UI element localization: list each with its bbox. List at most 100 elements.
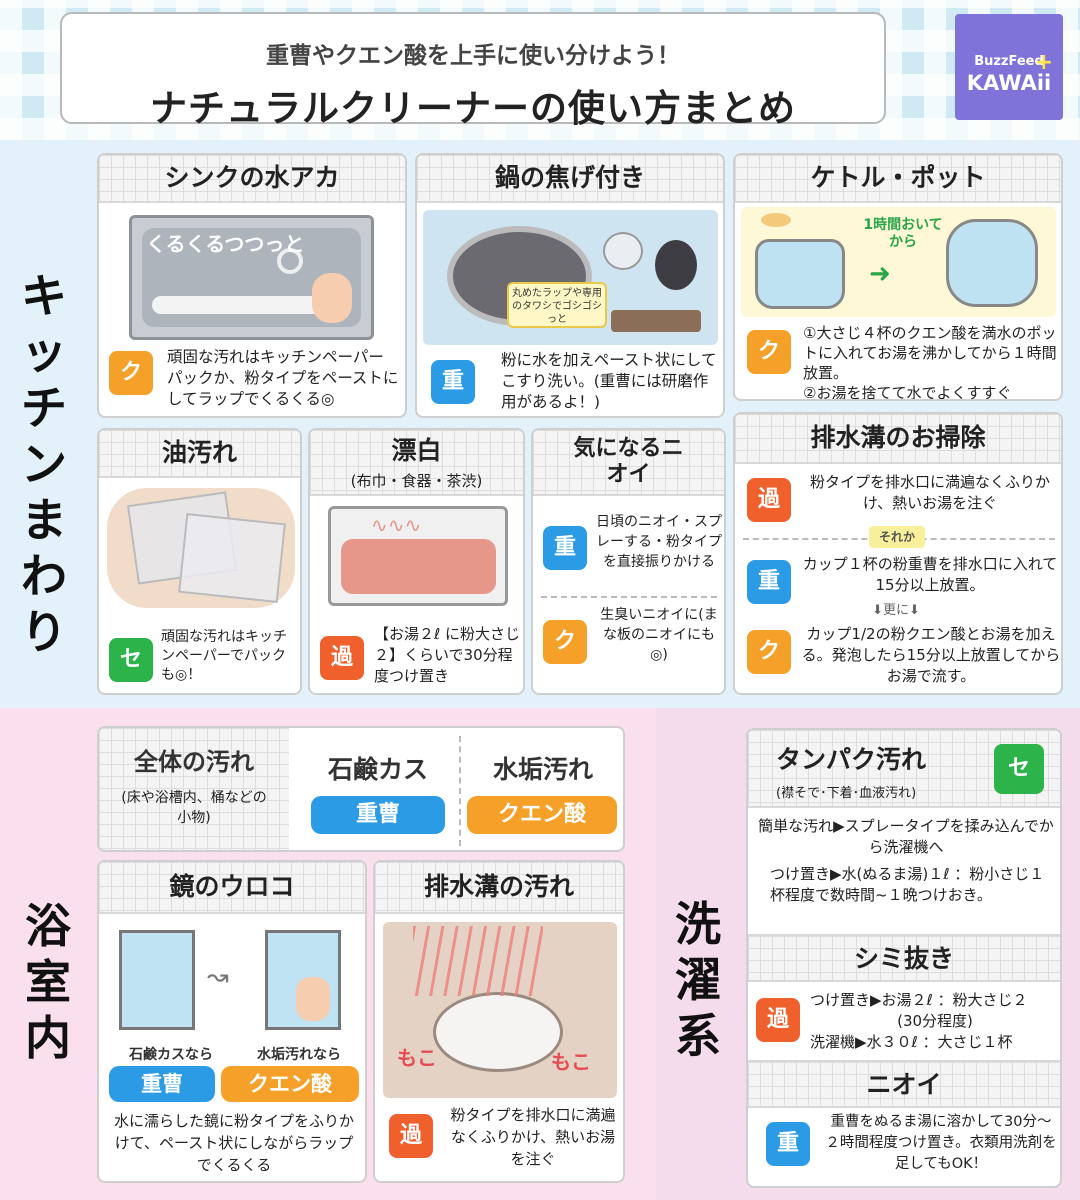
- logo-top-text: BuzzFeed: [974, 54, 1044, 69]
- heat-lines-icon: [413, 926, 543, 996]
- citric-acid-pill: クエン酸: [221, 1066, 359, 1102]
- fizz-text-right: もこ: [551, 1050, 591, 1074]
- paste-smear: [152, 296, 322, 314]
- mirror-card-header: 鏡のウロコ: [99, 862, 365, 914]
- mirror-text: 水に濡らした鏡に粉タイプをふりかけて、ペースト状にしながらラップでくるくる: [113, 1112, 354, 1174]
- wrap-ball-icon: [603, 232, 643, 270]
- percarbonate-badge: 過: [747, 478, 791, 522]
- baking-soda-badge: 重: [766, 1122, 810, 1166]
- sink-illustration: くるくるつつっと: [129, 215, 374, 340]
- kitchen-section-label: キッチンまわり: [21, 269, 67, 659]
- mirror-label-scale: 水垢汚れなら: [257, 1047, 341, 1063]
- bath-drain-text: 粉タイプを排水口に満遍なくふりかけ、熱いお湯を注ぐ: [450, 1106, 616, 1168]
- citric-acid-badge: ク: [747, 330, 791, 374]
- baking-soda-pill: 重曹: [109, 1066, 215, 1102]
- fizz-text-left: もこ: [397, 1046, 437, 1070]
- pot-text: 粉に水を加えペースト状にしてこすり洗い。(重曹には研磨作用があるよ！): [501, 351, 717, 411]
- kettle-card-header: ケトル・ポット: [735, 155, 1061, 203]
- bath-overall-title: 全体の汚れ: [134, 748, 254, 776]
- sink-illustration-text: くるくるつつっと: [146, 232, 305, 256]
- page-title: ナチュラルクリーナーの使い方まとめ: [150, 87, 796, 130]
- title-box: 重曹やクエン酸を上手に使い分けよう！ ナチュラルクリーナーの使い方まとめ: [60, 12, 886, 130]
- pot-card-header: 鍋の焦げ付き: [417, 155, 723, 203]
- sesquicarbonate-badge: セ: [994, 744, 1044, 794]
- odor-text: 重曹をぬるま湯に溶かして30分～２時間程度つけ置き。衣類用洗剤を足してもOK！: [825, 1114, 1057, 1172]
- protein-subtitle: (襟そで･下着･血液汚れ): [776, 786, 917, 801]
- laundry-card: タンパク汚れ (襟そで･下着･血液汚れ) セ 簡単な汚れ▶スプレータイプを揉み込…: [746, 728, 1062, 1188]
- foggy-mirror-icon: [119, 930, 195, 1030]
- odor-title: ニオイ: [866, 1070, 942, 1099]
- paper-towel-icon: [178, 512, 286, 604]
- kettle-card: ケトル・ポット 1時間おいてから ➜ ク ①大さじ４杯のクエン酸を満水のポットに…: [733, 153, 1063, 401]
- bleach-card: 漂白 (布巾・食器・茶渋) ∿∿∿ 過 【お湯２ℓ に粉大さじ２】くらいで30分…: [308, 428, 525, 695]
- bleach-subtitle: (布巾・食器・茶渋): [350, 472, 483, 490]
- pot-title: 鍋の焦げ付き: [494, 163, 645, 192]
- mirror-card: 鏡のウロコ ↝ 石鹸カスなら 水垢汚れなら 重曹 クエン酸 水に濡らした鏡に粉タ…: [97, 860, 367, 1183]
- kettle-title: ケトル・ポット: [810, 163, 986, 192]
- buzzfeed-kawaii-logo[interactable]: BuzzFeed KAWAii +: [955, 14, 1063, 120]
- odor-card-header: ニオイ: [748, 1060, 1060, 1108]
- drain-icon: [277, 248, 303, 274]
- sink-text: 頑固な汚れはキッチンペーパーパックか、粉タイプをペーストにしてラップでくるくる◎: [167, 348, 399, 408]
- percarbonate-badge: 過: [389, 1114, 433, 1158]
- bath-drain-title: 排水溝の汚れ: [423, 872, 574, 901]
- baking-soda-badge: 重: [747, 560, 791, 604]
- stain-text-time: (30分程度): [897, 1012, 973, 1030]
- bath-drain-card: 排水溝の汚れ もこ もこ 過 粉タイプを排水口に満遍なくふりかけ、熱いお湯を注ぐ: [373, 860, 625, 1183]
- drain-more-label: ⬇更に⬇: [872, 603, 920, 618]
- percarbonate-badge: 過: [756, 998, 800, 1042]
- divider: [459, 736, 461, 846]
- protein-text-soak: つけ置き▶水(ぬるま湯)１ℓ ：粉小さじ１杯程度で数時間~１晩つけおき。: [770, 865, 1045, 904]
- stain-card-header: シミ抜き: [748, 934, 1060, 982]
- hand-icon: [296, 977, 330, 1021]
- pot-callout: 丸めたラップや専用のタワシでゴシゴシっと: [507, 282, 607, 328]
- baking-soda-badge: 重: [431, 360, 475, 404]
- bath-drain-illustration: もこ もこ: [383, 922, 617, 1098]
- soaking-dishes-icon: [341, 539, 496, 594]
- arrow-right-icon: ➜: [869, 259, 891, 289]
- bath-overall-card: 全体の汚れ (床や浴槽内、桶などの小物) 石鹸カス 重曹 水垢汚れ クエン酸: [97, 726, 625, 852]
- bath-section-label: 浴室内: [25, 899, 71, 1065]
- drain-text-1: 粉タイプを排水口に満遍なくふりかけ、熱いお湯を注ぐ: [809, 473, 1050, 512]
- scrubber-icon: [655, 240, 697, 290]
- drain-card: 排水溝のお掃除 過 粉タイプを排水口に満遍なくふりかけ、熱いお湯を注ぐ それか …: [733, 412, 1063, 695]
- baking-soda-badge: 重: [543, 526, 587, 570]
- bath-section: 浴室内 全体の汚れ (床や浴槽内、桶などの小物) 石鹸カス 重曹 水垢汚れ クエ…: [0, 708, 656, 1200]
- sesquicarbonate-badge: セ: [109, 638, 153, 682]
- kettle-illustration: 1時間おいてから ➜: [741, 207, 1056, 317]
- smell-card: 気になるニオイ 重 日頃のニオイ・スプレーする・粉タイプを直接振りかける ク 生…: [531, 428, 726, 695]
- bleach-illustration: ∿∿∿: [328, 506, 508, 606]
- spoon-icon: [761, 213, 791, 227]
- laundry-section: 洗濯系 タンパク汚れ (襟そで･下着･血液汚れ) セ 簡単な汚れ▶スプレータイプ…: [656, 708, 1080, 1200]
- oil-card-header: 油汚れ: [99, 430, 300, 478]
- arrow-right-icon: ↝: [207, 962, 229, 992]
- protein-title: タンパク汚れ: [776, 745, 927, 774]
- steam-icon: ∿∿∿: [371, 513, 422, 537]
- protein-text-easy: 簡単な汚れ▶スプレータイプを揉み込んでから洗濯機へ: [758, 817, 1054, 856]
- scale-title: 水垢汚れ: [492, 755, 593, 784]
- smell-text-daily: 日頃のニオイ・スプレーする・粉タイプを直接振りかける: [596, 514, 722, 570]
- page-subtitle: 重曹やクエン酸を上手に使い分けよう！: [266, 43, 680, 69]
- drain-text-3: カップ1/2の粉クエン酸とお湯を加える。発泡したら15分以上放置してからお湯で流…: [801, 625, 1061, 685]
- bath-drain-card-header: 排水溝の汚れ: [375, 862, 623, 914]
- oil-text: 頑固な汚れはキッチンペーパーでパックも◎！: [161, 629, 287, 683]
- smell-text-fishy: 生臭いニオイに(まな板のニオイにも◎): [600, 607, 718, 663]
- smell-title: 気になるニオイ: [573, 436, 684, 487]
- kettle-text: ①大さじ４杯のクエン酸を満水のポットに入れてお湯を沸かしてから１時間放置。 ②お…: [803, 324, 1057, 401]
- stain-title: シミ抜き: [853, 944, 954, 973]
- pot-illustration: 丸めたラップや専用のタワシでゴシゴシっと: [423, 210, 718, 345]
- stain-text-machine: 洗濯機▶水３０ℓ ：大さじ１杯: [810, 1033, 1013, 1051]
- or-label: それか: [869, 526, 925, 548]
- smell-card-header: 気になるニオイ: [533, 430, 724, 496]
- kitchen-section: キッチンまわり シンクの水アカ くるくるつつっと ク 頑固な汚れはキッチンペーパ…: [0, 140, 1080, 708]
- kettle-illustration-text: 1時間おいてから: [863, 217, 943, 250]
- citric-acid-badge: ク: [109, 351, 153, 395]
- oil-title: 油汚れ: [161, 438, 237, 467]
- soap-scum-title: 石鹸カス: [327, 755, 428, 784]
- sink-title: シンクの水アカ: [164, 163, 340, 192]
- drain-card-header: 排水溝のお掃除: [735, 414, 1061, 464]
- logo-bottom-text: KAWAii: [966, 71, 1052, 95]
- bleach-title: 漂白: [391, 436, 442, 465]
- hand-icon: [312, 273, 352, 323]
- drain-text-2: カップ１杯の粉重曹を排水口に入れて15分以上放置。: [802, 555, 1058, 594]
